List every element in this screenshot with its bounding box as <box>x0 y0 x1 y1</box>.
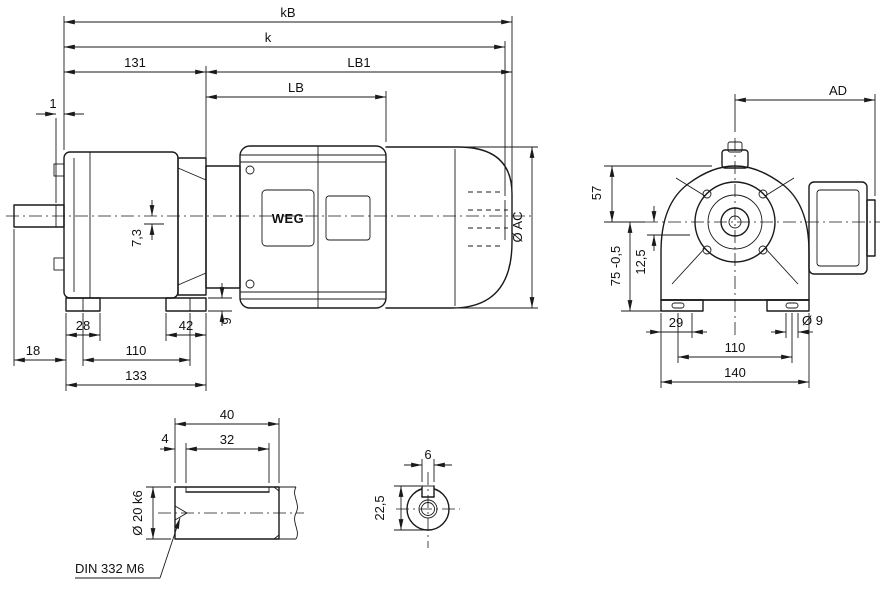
dim-57: 57 <box>589 186 604 200</box>
dim-110-side: 110 <box>126 343 147 358</box>
weg-logo-plate <box>261 189 315 247</box>
center-hole <box>174 505 188 521</box>
weg-logo: WEG <box>272 211 305 226</box>
din-leader-line <box>159 517 181 579</box>
dim-7-3: 7,3 <box>129 229 144 247</box>
dim-dia-20: Ø 20 k6 <box>130 490 145 536</box>
flange-adapter <box>177 157 241 296</box>
din-note: DIN 332 M6 <box>75 561 144 576</box>
dim-133: 133 <box>125 368 147 383</box>
gearbox-housing <box>53 151 179 299</box>
dim-140: 140 <box>724 365 746 380</box>
dim-75: 75 -0,5 <box>608 246 623 286</box>
dim-131: 131 <box>124 55 146 70</box>
mounting-feet-front <box>660 299 810 312</box>
shaft-body <box>174 486 298 540</box>
motor-body: WEG <box>239 145 387 309</box>
dim-29: 29 <box>669 315 683 330</box>
dim-4: 4 <box>161 431 168 446</box>
dim-12-5: 12,5 <box>633 249 648 274</box>
section-dimensions: 6 22,5 <box>372 447 452 531</box>
dim-6: 6 <box>424 447 431 462</box>
dim-k: k <box>265 30 272 45</box>
dim-18: 18 <box>26 343 40 358</box>
dim-22-5: 22,5 <box>372 495 387 520</box>
dim-dia-ac: Ø AC <box>510 211 525 242</box>
front-view: AD 57 75 -0,5 12,5 29 <box>589 83 880 388</box>
shaft-detail-view: 40 4 32 Ø 20 k6 DIN 332 M6 <box>75 407 304 579</box>
side-view-dimensions: kB k 131 LB1 LB 1 Ø AC 7,3 <box>13 5 538 391</box>
terminal-box <box>808 181 876 275</box>
gearbox-front-housing <box>660 141 810 301</box>
mounting-feet-side <box>65 297 207 312</box>
dim-40: 40 <box>220 407 234 422</box>
dim-42: 42 <box>179 318 193 333</box>
foot-hole-right <box>785 302 799 309</box>
dim-kb: kB <box>280 5 295 20</box>
dim-110-front: 110 <box>725 340 746 355</box>
shaft-section-view: 6 22,5 <box>372 447 460 548</box>
dim-lb1: LB1 <box>347 55 370 70</box>
dim-32: 32 <box>220 432 234 447</box>
front-view-dimensions: AD 57 75 -0,5 12,5 29 <box>589 83 876 388</box>
nameplate <box>325 195 371 241</box>
dim-1: 1 <box>49 96 56 111</box>
side-view: WEG kB k <box>6 5 538 391</box>
dim-lb: LB <box>288 80 304 95</box>
shaft-detail-dimensions: 40 4 32 Ø 20 k6 DIN 332 M6 <box>75 407 280 579</box>
foot-hole-left <box>671 302 685 309</box>
dim-ad: AD <box>829 83 847 98</box>
break-line <box>294 486 298 540</box>
fan-cover <box>385 146 513 309</box>
dim-dia-9: Ø 9 <box>802 313 823 328</box>
dim-9: 9 <box>219 317 234 324</box>
